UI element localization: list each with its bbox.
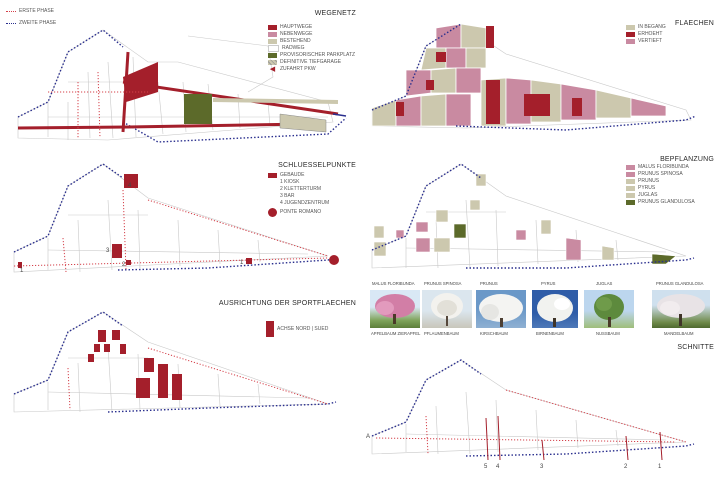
tree-photo-prunus	[476, 290, 526, 328]
legend-item: GEBAUDE	[280, 172, 305, 178]
legend-item: ZUFAHRT PKW	[280, 66, 316, 72]
legend-item: RADWEG	[282, 45, 305, 51]
schluessel-title: SCHLUESSELPUNKTE	[278, 162, 356, 169]
legend-item: PYRUS	[638, 185, 656, 191]
section-label-3: 3	[540, 464, 544, 470]
sport-legend: ACHSE NORD | SUED	[266, 320, 328, 338]
legend-item: PROVISORISCHER PARKPLATZ	[280, 52, 356, 58]
tree-label-top: PRUNUS	[480, 281, 498, 286]
bepflanzung-map	[371, 163, 695, 269]
gebaude-swatch	[268, 173, 277, 178]
bepflanzung-legend: MALUS FLORIBUNDA PRUNUS SPINOSA PRUNUS P…	[626, 164, 695, 206]
pyrus-swatch	[626, 186, 635, 191]
vertieft-swatch	[626, 39, 635, 44]
section-label-4: 4	[496, 464, 500, 470]
hauptwege-swatch	[268, 25, 277, 30]
legend-item: IN BEGANG	[638, 24, 666, 30]
legend-item: HAUPTWEGE	[280, 24, 313, 30]
parkplatz-swatch	[268, 53, 277, 58]
tree-label-top: PYRUS	[541, 281, 556, 286]
legend-item: 4 JUGENDZENTRUM	[280, 200, 330, 206]
achse-swatch	[266, 321, 274, 337]
tree-label-bottom: APFELBAUM ZIERAPFEL	[371, 331, 421, 336]
legend-item: ERHOEHT	[638, 31, 663, 37]
legend-item: NEBENWEGE	[280, 31, 313, 37]
juglas-swatch	[626, 193, 635, 198]
nebenwege-swatch	[268, 32, 277, 37]
legend-item: DEFINITIVE TIEFGARAGE	[280, 59, 342, 65]
legend-item: 2 KLETTERTURM	[280, 186, 322, 192]
wegenetz-title: WEGENETZ	[314, 10, 356, 17]
tree-label-bottom: PFLAUMENBAUM	[424, 331, 459, 336]
marker-4: 4	[128, 183, 132, 189]
legend-item: PRUNUS SPINOSA	[638, 171, 683, 177]
ponte-romano-icon	[268, 208, 277, 217]
schluessel-legend: GEBAUDE 1 KIOSK 2 KLETTERTURM 3 BAR 4 JU…	[268, 172, 330, 217]
prunus-swatch	[626, 179, 635, 184]
marker-1: 1	[240, 260, 244, 266]
tree-photo-malus	[370, 290, 420, 328]
tree-label-top: PRUNUS SPINOSA	[424, 281, 462, 286]
legend-item: PONTE ROMANO	[280, 209, 322, 215]
legend-item: PRUNUS GLANDULOSA	[638, 199, 695, 205]
zweite-phase-swatch	[6, 23, 16, 24]
begang-swatch	[626, 25, 635, 30]
tree-label-bottom: KIRSCHBAUM	[480, 331, 508, 336]
erste-phase-swatch	[6, 11, 16, 12]
legend-item: PRUNUS	[638, 178, 660, 184]
tree-label-top: MALUS FLORIBUNDA	[372, 281, 415, 286]
tree-label-top: PRUNUS GLANDULOSA	[656, 281, 704, 286]
zufahrt-arrow-icon: ◀	[269, 66, 276, 73]
bepflanzung-title: BEPFLANZUNG	[660, 156, 714, 163]
section-label-5: 5	[484, 464, 488, 470]
legend-item: 1 KIOSK	[280, 179, 300, 185]
legend-item: BESTEHEND	[280, 38, 311, 44]
flaechen-legend: IN BEGANG ERHOEHT VERTIEFT	[626, 24, 666, 45]
tree-label-bottom: BIRNENBAUM	[536, 331, 564, 336]
tree-photo-spinosa	[422, 290, 472, 328]
flaechen-map	[371, 23, 697, 131]
legend-item: JUGLAS	[638, 192, 658, 198]
zweite-phase-label: ZWEITE PHASE	[19, 20, 57, 26]
marker-2: 2	[122, 262, 126, 268]
section-label-2: 2	[624, 464, 628, 470]
erste-phase-label: ERSTE PHASE	[19, 8, 55, 14]
legend-item: MALUS FLORIBUNDA	[638, 164, 689, 170]
schluessel-map: 4 3 2 1 1	[13, 163, 339, 274]
section-label-a: A	[366, 434, 370, 440]
radweg-swatch	[268, 45, 279, 52]
sport-map	[13, 311, 337, 413]
erhoeht-swatch	[626, 32, 635, 37]
glandulosa-swatch	[626, 200, 635, 205]
tree-photo-glandulosa	[652, 290, 710, 328]
schnitte-map: A 5 4 3 2 1	[366, 359, 695, 470]
wegenetz-map	[17, 29, 347, 143]
schnitte-title: SCHNITTE	[677, 344, 714, 351]
phase-legend: ERSTE PHASE ZWEITE PHASE	[6, 8, 56, 27]
wegenetz-legend: HAUPTWEGE NEBENWEGE BESTEHEND RADWEG PRO…	[268, 24, 355, 73]
sport-title: AUSRICHTUNG DER SPORTFLAECHEN	[218, 300, 356, 307]
marker-1b: 1	[20, 268, 24, 274]
tree-label-bottom: MANDELBAUM	[664, 331, 694, 336]
tiefgarage-swatch	[268, 60, 277, 65]
bestehend-swatch	[268, 39, 277, 44]
tree-label-bottom: NUSSBAUM	[596, 331, 620, 336]
tree-photo-juglas	[584, 290, 634, 328]
legend-item: VERTIEFT	[638, 38, 663, 44]
tree-photo-pyrus	[532, 290, 578, 328]
spinosa-swatch	[626, 172, 635, 177]
legend-item: 3 BAR	[280, 193, 295, 199]
legend-item: ACHSE NORD | SUED	[277, 325, 329, 332]
marker-3: 3	[106, 248, 110, 254]
malus-swatch	[626, 165, 635, 170]
tree-label-top: JUGLAS	[596, 281, 613, 286]
flaechen-title: FLAECHEN	[675, 20, 714, 27]
section-label-1: 1	[658, 464, 662, 470]
